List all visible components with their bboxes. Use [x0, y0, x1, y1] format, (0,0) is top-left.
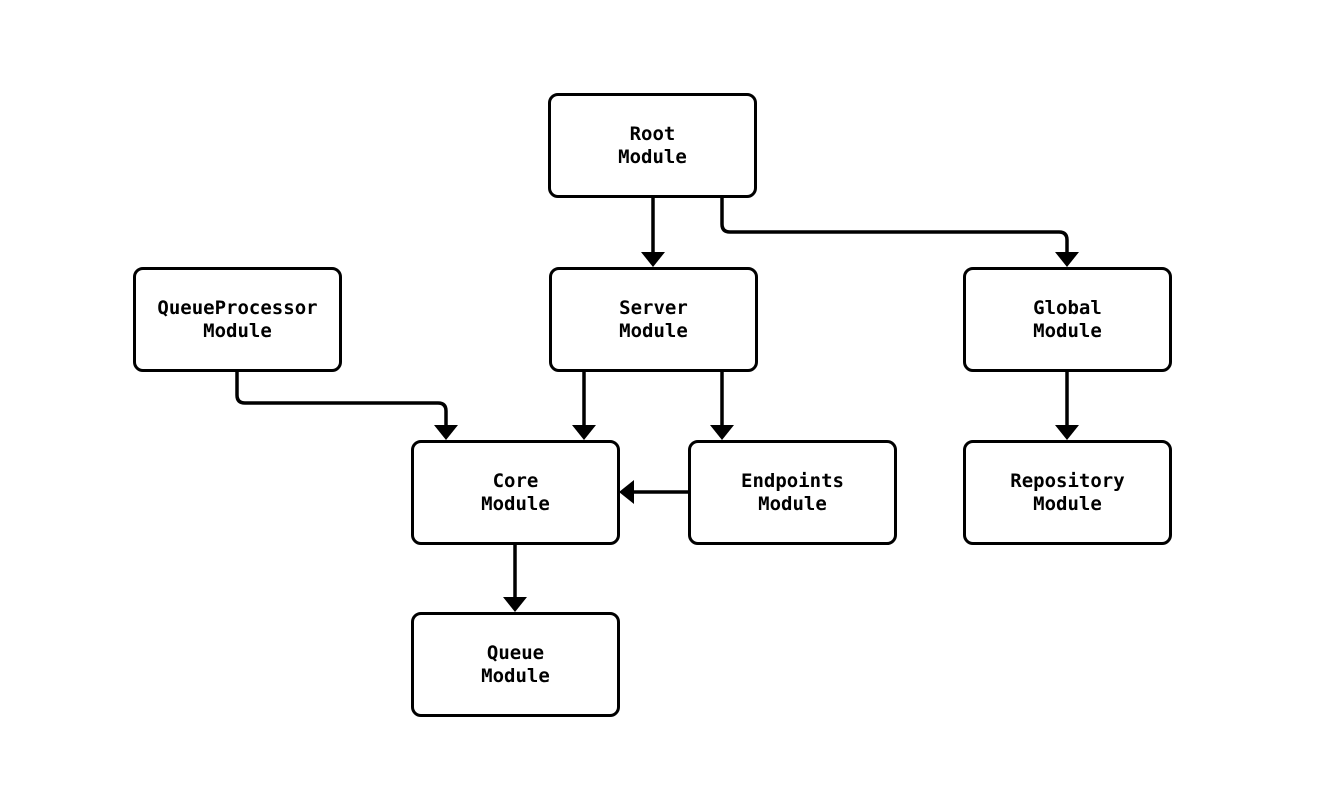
node-label: Queue Module [481, 641, 550, 687]
edge-line [235, 370, 448, 427]
edge-global-to-repository [1055, 370, 1079, 440]
arrowhead-left-icon [619, 480, 634, 504]
node-label: Root Module [618, 122, 687, 168]
edge-root-to-server [641, 196, 665, 267]
node-server-module: Server Module [549, 267, 758, 372]
node-queueprocessor-module: QueueProcessor Module [133, 267, 342, 372]
node-label: Core Module [481, 469, 550, 515]
node-global-module: Global Module [963, 267, 1172, 372]
node-queue-module: Queue Module [411, 612, 620, 717]
node-label: Server Module [619, 296, 688, 342]
node-repository-module: Repository Module [963, 440, 1172, 545]
node-label: Repository Module [1010, 469, 1125, 515]
node-label: QueueProcessor Module [157, 296, 318, 342]
arrowhead-down-icon [710, 425, 734, 440]
arrowhead-down-icon [572, 425, 596, 440]
arrowhead-down-icon [434, 425, 458, 440]
edge-server-to-endpoints [710, 370, 734, 440]
arrowhead-down-icon [1055, 252, 1079, 267]
node-label: Endpoints Module [741, 469, 844, 515]
node-endpoints-module: Endpoints Module [688, 440, 897, 545]
edge-root-to-global [720, 196, 1079, 267]
arrowhead-down-icon [1055, 425, 1079, 440]
edge-server-to-core [572, 370, 596, 440]
node-root-module: Root Module [548, 93, 757, 198]
edge-queueprocessor-to-core [235, 370, 458, 440]
arrowhead-down-icon [503, 597, 527, 612]
edge-endpoints-to-core [619, 480, 690, 504]
arrowhead-down-icon [641, 252, 665, 267]
edge-line [720, 196, 1069, 254]
node-core-module: Core Module [411, 440, 620, 545]
node-label: Global Module [1033, 296, 1102, 342]
edge-core-to-queue [503, 543, 527, 612]
